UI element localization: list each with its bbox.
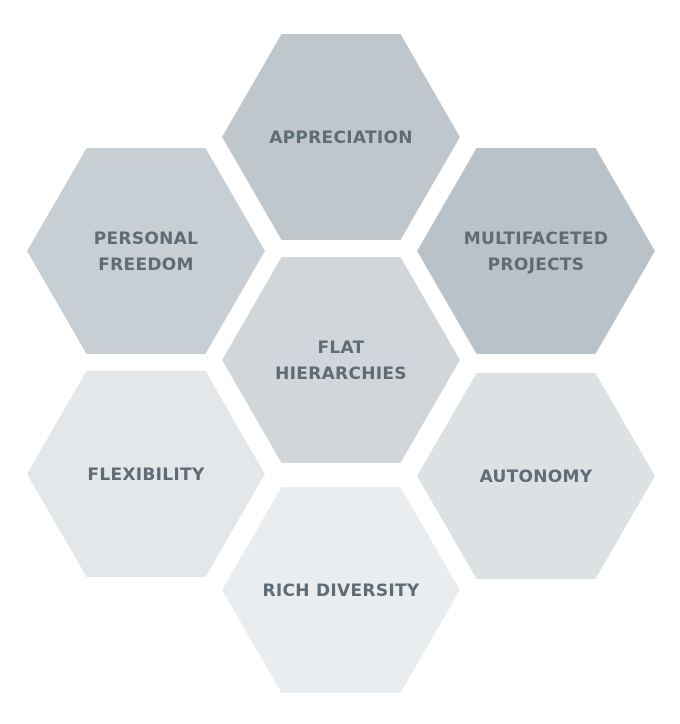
hex-rich-diversity-shape [222,487,460,693]
hex-flat-hierarchies-label-line: HIERARCHIES [275,364,407,384]
hex-flat-hierarchies-label-line: FLAT [317,338,364,358]
hex-personal-freedom-label: PERSONAL FREEDOM [94,229,198,275]
hex-multifaceted-projects-label: MULTIFACETED PROJECTS [464,229,609,275]
hex-multifaceted-projects-shape [417,148,655,354]
hex-multifaceted-projects: MULTIFACETED PROJECTS [417,148,655,354]
hex-flexibility: FLEXIBILITY [27,371,265,577]
hex-flexibility-shape [27,371,265,577]
hex-flexibility-label: FLEXIBILITY [87,465,205,485]
hex-autonomy: AUTONOMY [417,373,655,579]
hex-multifaceted-projects-label-line: MULTIFACETED [464,229,609,249]
hex-personal-freedom-label-line: FREEDOM [98,255,194,275]
hex-rich-diversity-label: RICH DIVERSITY [262,581,419,601]
hex-autonomy-label-line: AUTONOMY [480,467,593,487]
hex-appreciation: APPRECIATION [222,34,460,240]
hex-personal-freedom-label-line: PERSONAL [94,229,198,249]
hex-rich-diversity: RICH DIVERSITY [222,487,460,693]
hex-appreciation-label: APPRECIATION [269,128,413,148]
hex-autonomy-label: AUTONOMY [480,467,593,487]
hex-personal-freedom-shape [27,148,265,354]
hex-flexibility-label-line: FLEXIBILITY [87,465,205,485]
hex-multifaceted-projects-label-line: PROJECTS [488,255,585,275]
hex-appreciation-label-line: APPRECIATION [269,128,413,148]
hex-flat-hierarchies-label: FLAT HIERARCHIES [275,338,407,384]
hex-appreciation-shape [222,34,460,240]
hex-flat-hierarchies-shape [222,257,460,463]
hex-flat-hierarchies: FLAT HIERARCHIES [222,257,460,463]
hex-autonomy-shape [417,373,655,579]
hex-rich-diversity-label-line: RICH DIVERSITY [262,581,419,601]
hex-personal-freedom: PERSONAL FREEDOM [27,148,265,354]
